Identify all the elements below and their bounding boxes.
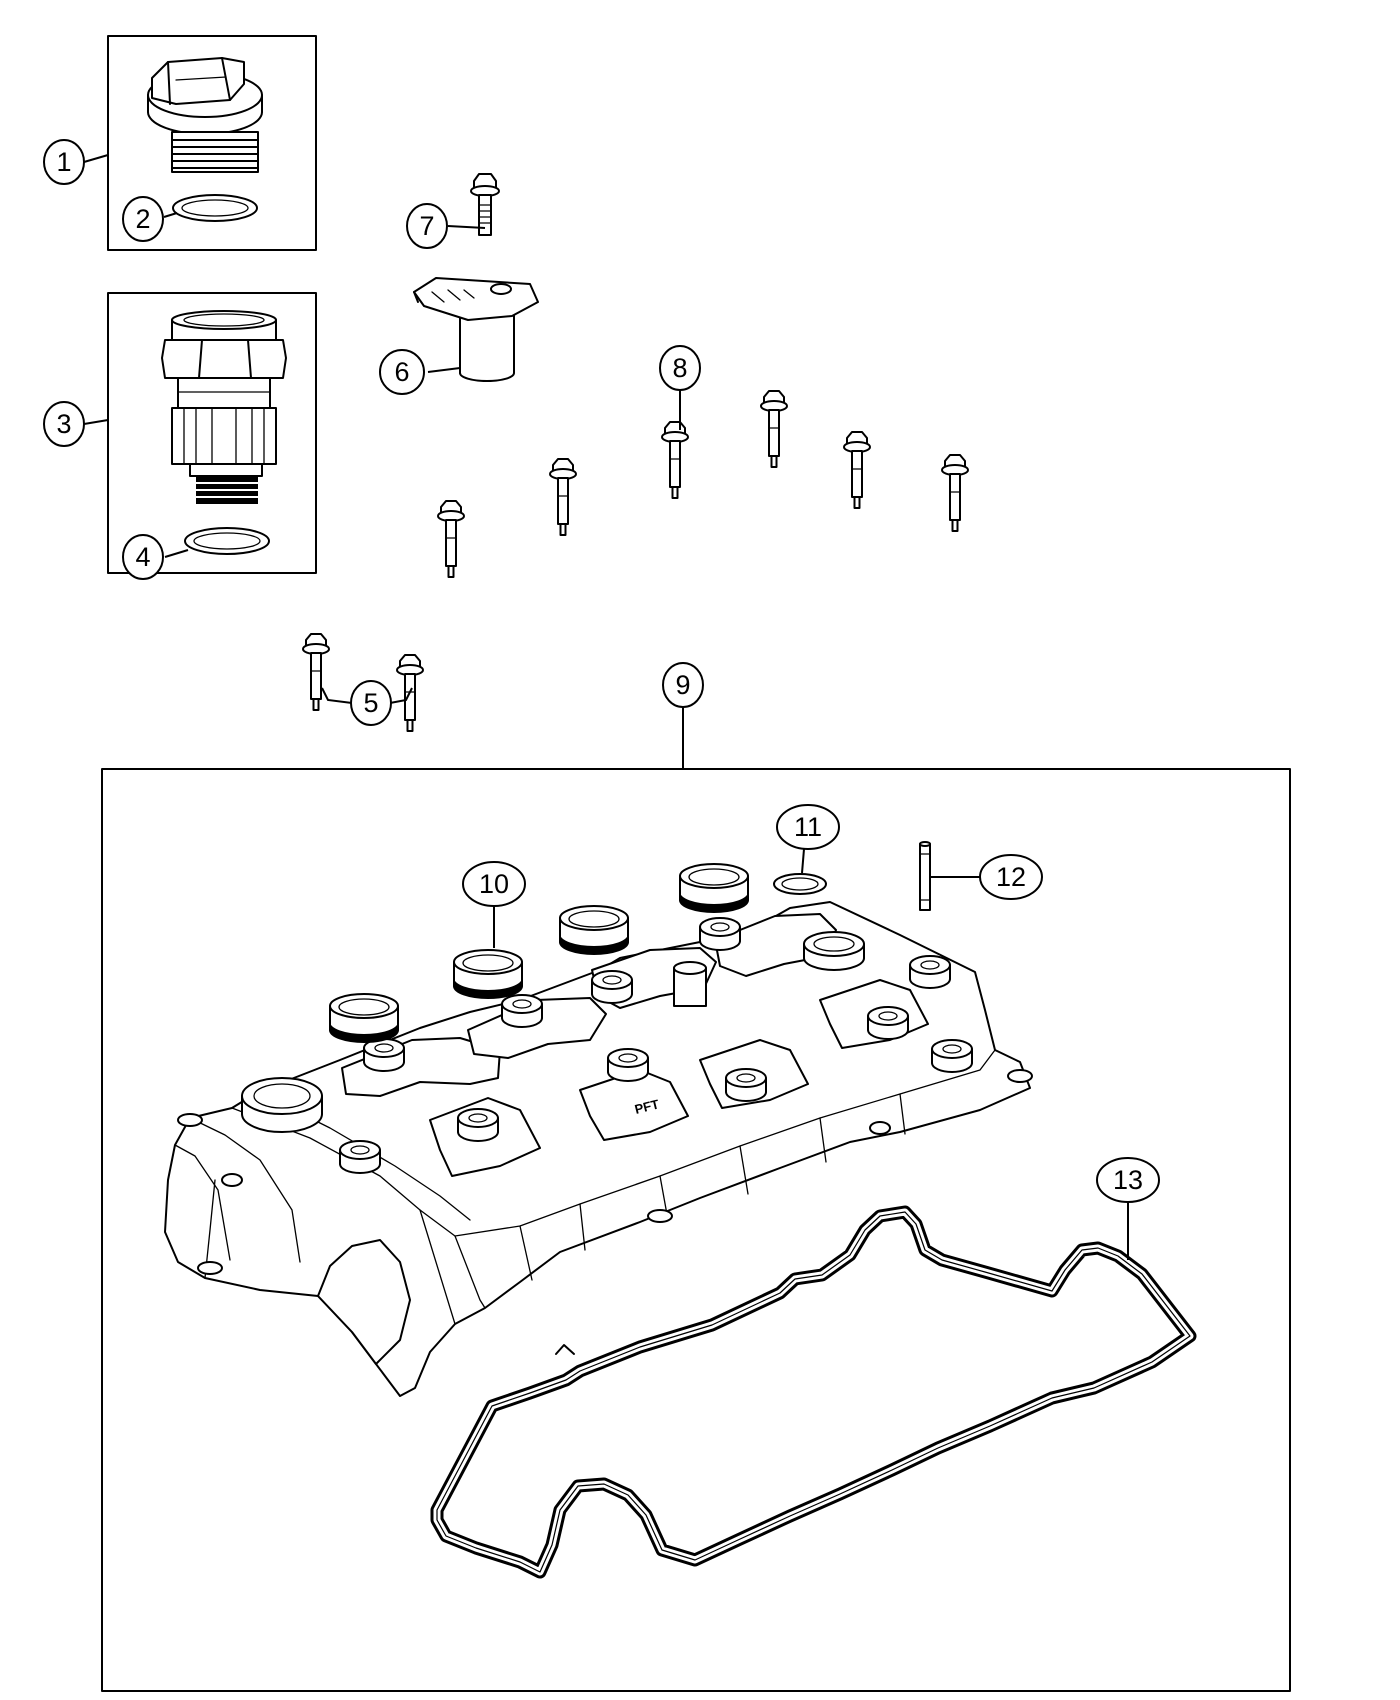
callout-1: 1 xyxy=(43,139,85,185)
callout-4-label: 4 xyxy=(135,542,150,572)
oil-filler-cap-drawing xyxy=(147,57,263,222)
callout-11: 11 xyxy=(776,804,840,850)
callout-8: 8 xyxy=(659,345,701,391)
bolt-8-e xyxy=(843,431,871,509)
callout-1-label: 1 xyxy=(56,147,71,177)
bolt-8-f xyxy=(941,454,969,532)
drain-plug-drawing xyxy=(161,310,287,555)
callout-2: 2 xyxy=(122,196,164,242)
cover-gasket-drawing xyxy=(430,1205,1197,1579)
callout-9: 9 xyxy=(662,662,704,708)
callout-6-label: 6 xyxy=(394,357,409,387)
callout-7-label: 7 xyxy=(419,211,434,241)
callout-7: 7 xyxy=(406,203,448,249)
callout-12-label: 12 xyxy=(996,862,1026,892)
leader-lines xyxy=(83,154,1129,1260)
drain-plug-box xyxy=(107,292,317,574)
cylinder-head-cover-box xyxy=(101,768,1291,1692)
callout-8-label: 8 xyxy=(672,353,687,383)
callout-5: 5 xyxy=(350,680,392,726)
callout-3: 3 xyxy=(43,401,85,447)
sensor-bracket-drawing xyxy=(413,277,539,382)
callout-10-label: 10 xyxy=(479,869,509,899)
callout-3-label: 3 xyxy=(56,409,71,439)
tube-seal-c xyxy=(559,905,629,955)
callout-5-label: 5 xyxy=(363,688,378,718)
callout-2-label: 2 xyxy=(135,204,150,234)
tube-seal-d xyxy=(679,863,749,913)
dowel-pin-drawing xyxy=(919,841,931,911)
callout-13-label: 13 xyxy=(1113,1165,1143,1195)
callout-10: 10 xyxy=(462,861,526,907)
o-ring-drawing xyxy=(773,873,827,895)
callout-11-label: 11 xyxy=(794,812,822,842)
cylinder-head-cover-drawing: PFT xyxy=(164,901,1033,1397)
bolt-8-b xyxy=(549,458,577,536)
callout-13: 13 xyxy=(1096,1157,1160,1203)
callout-9-label: 9 xyxy=(675,670,690,700)
tube-seal-a xyxy=(329,993,399,1043)
cover-logo: PFT xyxy=(633,1096,661,1117)
bolt-8-d xyxy=(760,390,788,468)
callout-12: 12 xyxy=(979,854,1043,900)
callout-4: 4 xyxy=(122,534,164,580)
bolt-8-a xyxy=(437,500,465,578)
bolt-7-drawing xyxy=(470,173,500,236)
tube-seal-b xyxy=(453,949,523,999)
oil-filler-cap-box xyxy=(107,35,317,251)
bolt-8-c xyxy=(661,421,689,499)
bolt-5-a xyxy=(302,633,330,711)
callout-6: 6 xyxy=(379,349,425,395)
